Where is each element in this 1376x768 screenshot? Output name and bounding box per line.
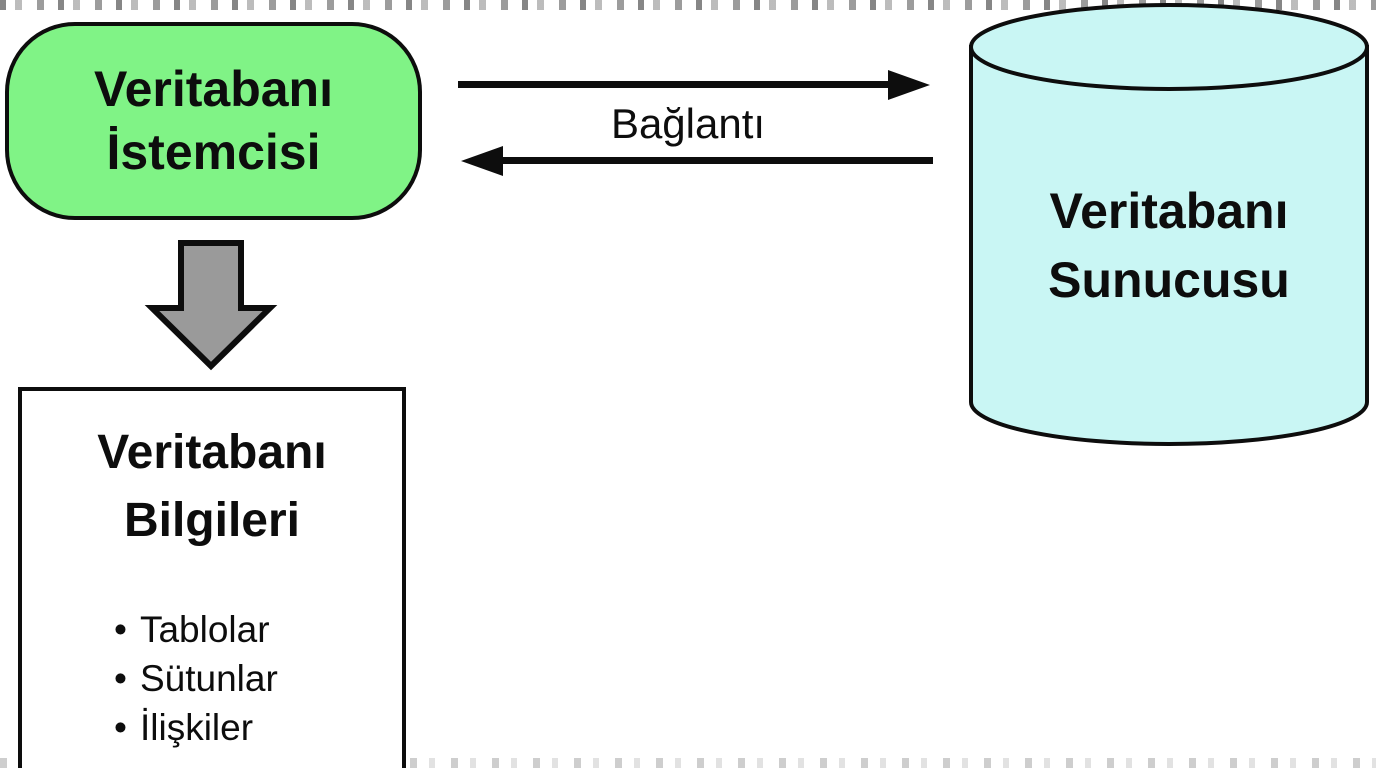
arrow-client-to-server-shaft — [458, 81, 890, 88]
info-title-line2: Bilgileri — [123, 494, 301, 547]
list-item-label: Sütunlar — [139, 658, 278, 699]
bottom-edge-noise-artifact — [0, 758, 1376, 768]
cylinder-top-shape — [969, 3, 1369, 91]
bullet-icon: • — [114, 609, 127, 650]
bullet-icon: • — [114, 658, 127, 699]
info-item-list: • Tablolar • Sütunlar • İlişkiler — [22, 605, 402, 752]
bullet-icon: • — [114, 707, 127, 748]
client-label-line1: Veritabanı — [94, 61, 333, 117]
list-item: • Tablolar — [114, 605, 402, 654]
arrow-right-head-icon — [888, 70, 930, 100]
database-cylinder-icon — [969, 3, 1369, 446]
database-server-node: Veritabanı Sunucusu — [968, 2, 1370, 447]
top-edge-noise-artifact — [0, 0, 1376, 10]
list-item: • İlişkiler — [114, 703, 402, 752]
server-label: Veritabanı Sunucusu — [968, 177, 1370, 315]
client-label-line2: İstemcisi — [106, 124, 321, 180]
cylinder-body-shape — [969, 45, 1369, 446]
connection-label: Bağlantı — [610, 100, 766, 147]
down-block-arrow-icon — [144, 240, 278, 371]
list-item-label: Tablolar — [139, 609, 270, 650]
down-block-arrow-shape — [144, 240, 278, 371]
list-item-label: İlişkiler — [139, 707, 254, 748]
database-info-box: Veritabanı Bilgileri • Tablolar • Sütunlar… — [18, 387, 406, 768]
server-label-line2: Sunucusu — [1048, 252, 1290, 308]
info-box-title: Veritabanı Bilgileri — [22, 419, 402, 555]
arrow-server-to-client-shaft — [501, 157, 933, 164]
server-label-line1: Veritabanı — [1049, 183, 1289, 239]
list-item: • Sütunlar — [114, 654, 402, 703]
database-client-node: Veritabanı İstemcisi — [5, 22, 422, 220]
info-title-line1: Veritabanı — [97, 426, 327, 479]
arrow-left-head-icon — [461, 146, 503, 176]
